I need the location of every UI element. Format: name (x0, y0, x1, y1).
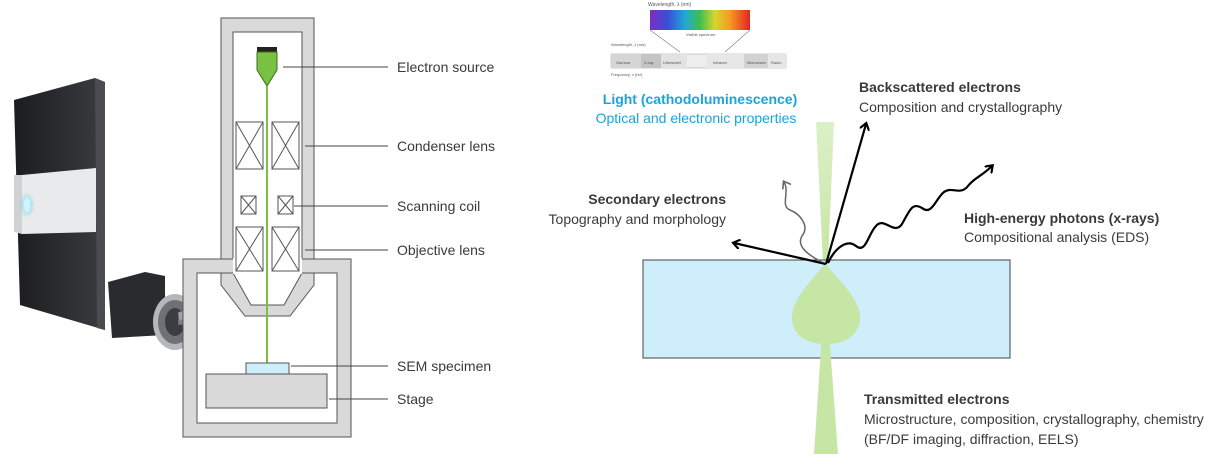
spectrum-visible-label: Visible spectrum (686, 32, 716, 37)
secondary-arrow (734, 243, 827, 266)
backscattered-arrow (824, 124, 866, 265)
electron-source (256, 51, 278, 87)
label-stage: Stage (397, 391, 434, 407)
sem-specimen (245, 362, 290, 375)
transmitted-subtitle-line2: (BF/DF imaging, diffraction, EELS) (864, 431, 1078, 447)
secondary-title: Secondary electrons (588, 191, 726, 207)
visible-spectrum-bar (650, 10, 750, 30)
label-sem-specimen: SEM specimen (397, 358, 491, 374)
condenser-lens (235, 121, 300, 170)
em-spectrum-inset: Wavelength, λ (nm) Visible spectrum Wave… (610, 2, 787, 77)
backscattered-title: Backscattered electrons (859, 79, 1021, 95)
light-title: Light (cathodoluminescence) (603, 91, 797, 107)
band-ultraviolet: Ultraviolet (663, 60, 682, 65)
spectrum-wavelength-label-2: Wavelength, λ (nm) (611, 42, 646, 47)
band-microwave: Microwave (747, 60, 767, 65)
sem-column-schematic: Electron source Condenser lens Scanning … (182, 17, 495, 438)
stage (205, 373, 328, 409)
light-subtitle: Optical and electronic properties (596, 110, 797, 126)
beam-specimen-interaction: Light (cathodoluminescence) Optical and … (549, 79, 1204, 454)
band-infrared: Infrared (713, 60, 727, 65)
label-scanning-coil: Scanning coil (397, 198, 480, 214)
transmitted-beam (814, 318, 838, 454)
band-xray: X-ray (644, 60, 654, 65)
transmitted-title: Transmitted electrons (864, 391, 1010, 407)
backscattered-subtitle: Composition and crystallography (859, 99, 1062, 115)
xrays-subtitle: Compositional analysis (EDS) (964, 229, 1149, 245)
spectrum-frequency-label: Frequency, ν (Hz) (611, 72, 643, 77)
incident-beam (816, 122, 834, 262)
band-radio: Radio (771, 60, 782, 65)
band-gamma: Gamma (616, 60, 631, 65)
xrays-title: High-energy photons (x-rays) (964, 210, 1159, 226)
interaction-volume (791, 263, 861, 344)
secondary-subtitle: Topography and morphology (549, 211, 726, 227)
transmitted-subtitle-line1: Microstructure, composition, crystallogr… (864, 411, 1204, 427)
objective-lens (235, 226, 300, 272)
light-wavy-arrow (784, 182, 823, 263)
xray-wavy-arrow (827, 166, 992, 264)
label-objective-lens: Objective lens (397, 242, 485, 258)
label-electron-source: Electron source (397, 59, 494, 75)
label-condenser-lens: Condenser lens (397, 138, 495, 154)
electron-gun-cap (257, 47, 277, 52)
spectrum-wavelength-label: Wavelength, λ (nm) (648, 2, 691, 8)
scanning-coil (240, 195, 294, 215)
